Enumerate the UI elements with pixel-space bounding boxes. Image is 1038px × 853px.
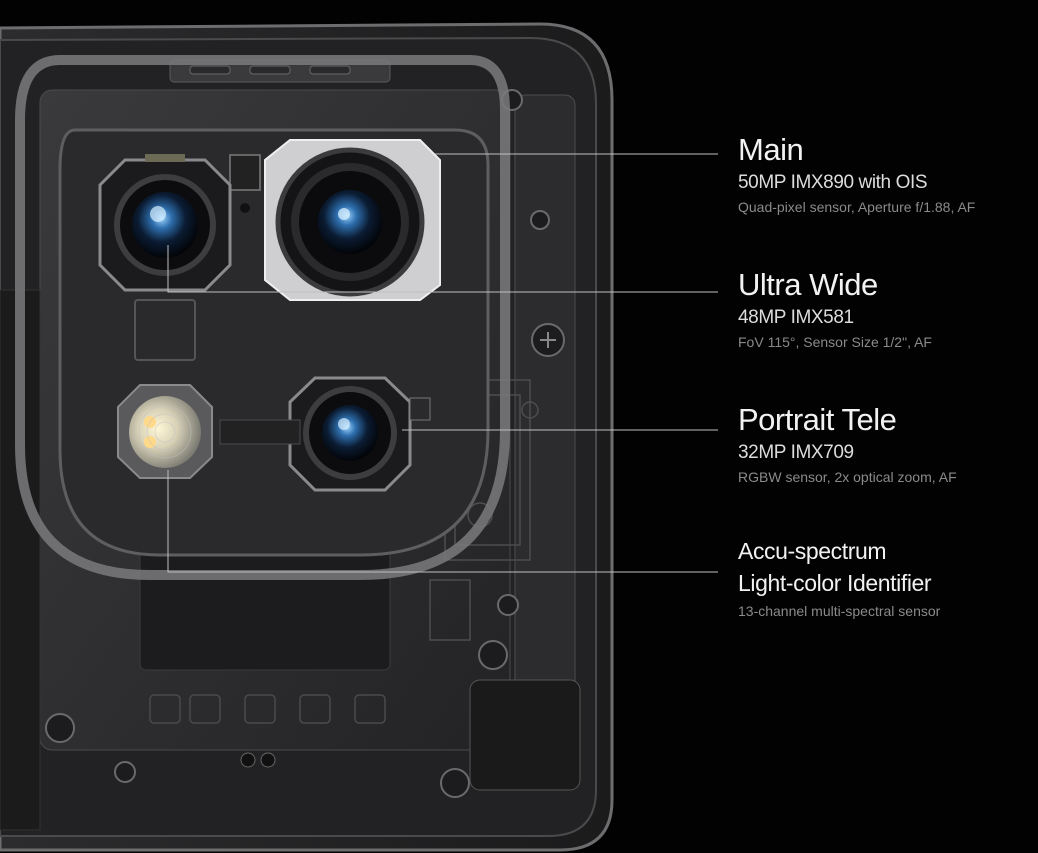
spec-sensor: 48MP IMX581 <box>738 307 854 328</box>
main-camera-lens-icon <box>264 139 441 301</box>
callout-lines <box>167 153 718 573</box>
callout-line-ultra-wide <box>167 245 718 293</box>
spec-detail: 13-channel multi-spectral sensor <box>738 603 941 619</box>
spec-portrait-tele: Portrait Tele 32MP IMX709 RGBW sensor, 2… <box>738 403 957 487</box>
callout-line-light-identifier <box>167 470 718 573</box>
spec-light-identifier: Accu-spectrum Light-color Identifier 13-… <box>738 535 940 621</box>
flash-icon <box>117 384 301 479</box>
spec-main: Main 50MP IMX890 with OIS Quad-pixel sen… <box>738 133 975 217</box>
spec-title-line2: Light-color Identifier <box>738 570 932 596</box>
spec-title-line1: Accu-spectrum <box>738 538 887 564</box>
spec-detail: RGBW sensor, 2x optical zoom, AF <box>738 469 957 485</box>
ultra-wide-lens-icon <box>98 154 232 292</box>
spec-detail: FoV 115°, Sensor Size 1/2", AF <box>738 334 932 350</box>
spec-title: Ultra Wide <box>738 267 878 302</box>
spec-detail: Quad-pixel sensor, Aperture f/1.88, AF <box>738 199 976 215</box>
spec-title: Portrait Tele <box>738 402 897 437</box>
tele-lens-icon <box>288 376 431 492</box>
spec-ultra-wide: Ultra Wide 48MP IMX581 FoV 115°, Sensor … <box>738 268 932 352</box>
spec-title: Main <box>738 132 804 167</box>
spec-sensor: 32MP IMX709 <box>738 442 854 463</box>
spec-sensor: 50MP IMX890 with OIS <box>738 172 928 193</box>
